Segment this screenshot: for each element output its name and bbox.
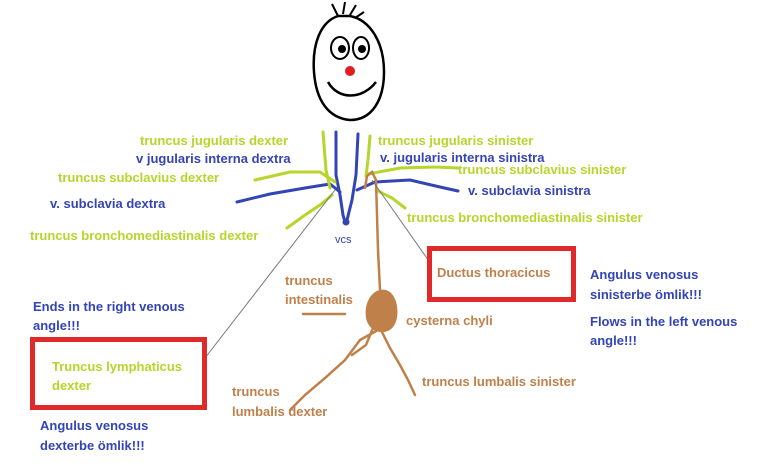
note-angulus-dexterbe-line2: dexterbe ömlik!!!: [40, 438, 145, 453]
label-truncus-lumbalis-dexter-line2: lumbalis dexter: [232, 404, 328, 419]
label-v-jugularis-interna-dextra: v jugularis interna dextra: [136, 151, 291, 166]
label-truncus-subclavius-sinister: truncus subclavius sinister: [458, 162, 627, 177]
label-truncus-jugularis-sinister: truncus jugularis sinister: [378, 133, 534, 148]
label-vcs: vcs: [335, 234, 352, 246]
label-truncus-lumbalis-sinister: truncus lumbalis sinister: [422, 374, 576, 389]
left-pupil: [338, 45, 346, 53]
lymph-trunks: [253, 130, 460, 230]
label-truncus-intestinalis-line2: intestinalis: [285, 292, 353, 307]
note-angulus-sinisterbe-line1: Angulus venosus: [590, 267, 699, 282]
right-subclavian-trunk: [253, 170, 337, 184]
cysterna-chyli-sac: [365, 289, 398, 333]
left-jugular-trunk: [364, 134, 372, 178]
pointer-ductus-thoracicus: [371, 179, 432, 265]
left-internal-jugular-vein: [345, 132, 360, 222]
label-truncus-lymphaticus-line2: dexter: [52, 378, 92, 393]
right-pupil: [358, 45, 366, 53]
label-ductus-thoracicus: Ductus thoracicus: [437, 265, 551, 280]
left-subclavian-vein: [355, 178, 460, 193]
nose: [345, 66, 355, 76]
note-angulus-dexterbe-line1: Angulus venosus: [40, 418, 149, 433]
right-subclavian-vein: [235, 182, 342, 204]
hair-strands: [331, 1, 365, 19]
right-lumbar-trunk: [288, 328, 380, 412]
label-truncus-intestinalis-line1: truncus: [285, 273, 333, 288]
mouth: [326, 81, 377, 97]
vcs-dot: [342, 218, 350, 226]
label-truncus-subclavius-dexter: truncus subclavius dexter: [58, 170, 220, 185]
right-jugular-trunk: [321, 130, 332, 190]
note-angulus-sinisterbe-line2: sinisterbe ömlik!!!: [590, 287, 702, 302]
note-left-venous-angle-line2: angle!!!: [590, 333, 637, 348]
note-right-venous-angle-line1: Ends in the right venous: [33, 299, 185, 314]
right-internal-jugular-vein: [334, 130, 345, 217]
right-bronchomediastinal-trunk: [285, 193, 334, 230]
label-truncus-bronchomediastinalis-sinister: truncus bronchomediastinalis sinister: [407, 210, 643, 225]
label-cysterna-chyli: cysterna chyli: [406, 313, 493, 328]
left-lumbar-trunk: [380, 330, 417, 397]
truncus-lymphaticus-box: [30, 337, 207, 410]
ductus-thoracicus-box: [427, 246, 576, 302]
label-truncus-lymphaticus-line1: Truncus lymphaticus: [52, 359, 183, 374]
label-v-subclavia-dextra: v. subclavia dextra: [50, 196, 166, 211]
label-v-jugularis-interna-sinistra: v. jugularis interna sinistra: [380, 150, 545, 165]
label-truncus-lumbalis-dexter-line1: truncus: [232, 384, 280, 399]
label-truncus-jugularis-dexter: truncus jugularis dexter: [140, 133, 289, 148]
thoracic-duct-line: [363, 170, 382, 292]
pointer-truncus-lymphaticus: [204, 189, 336, 359]
note-left-venous-angle-line1: Flows in the left venous: [590, 314, 738, 329]
pointer-lines: [204, 179, 432, 359]
label-v-subclavia-sinistra: v. subclavia sinistra: [468, 183, 591, 198]
veins: [235, 130, 460, 225]
face-drawing: [312, 1, 386, 122]
label-truncus-bronchomediastinalis-dexter: truncus bronchomediastinalis dexter: [30, 228, 259, 243]
thoracic-duct-system: [288, 170, 417, 412]
lumbar-branch: [350, 326, 375, 357]
note-right-venous-angle-line2: angle!!!: [33, 318, 80, 333]
left-subclavian-trunk: [366, 165, 460, 176]
